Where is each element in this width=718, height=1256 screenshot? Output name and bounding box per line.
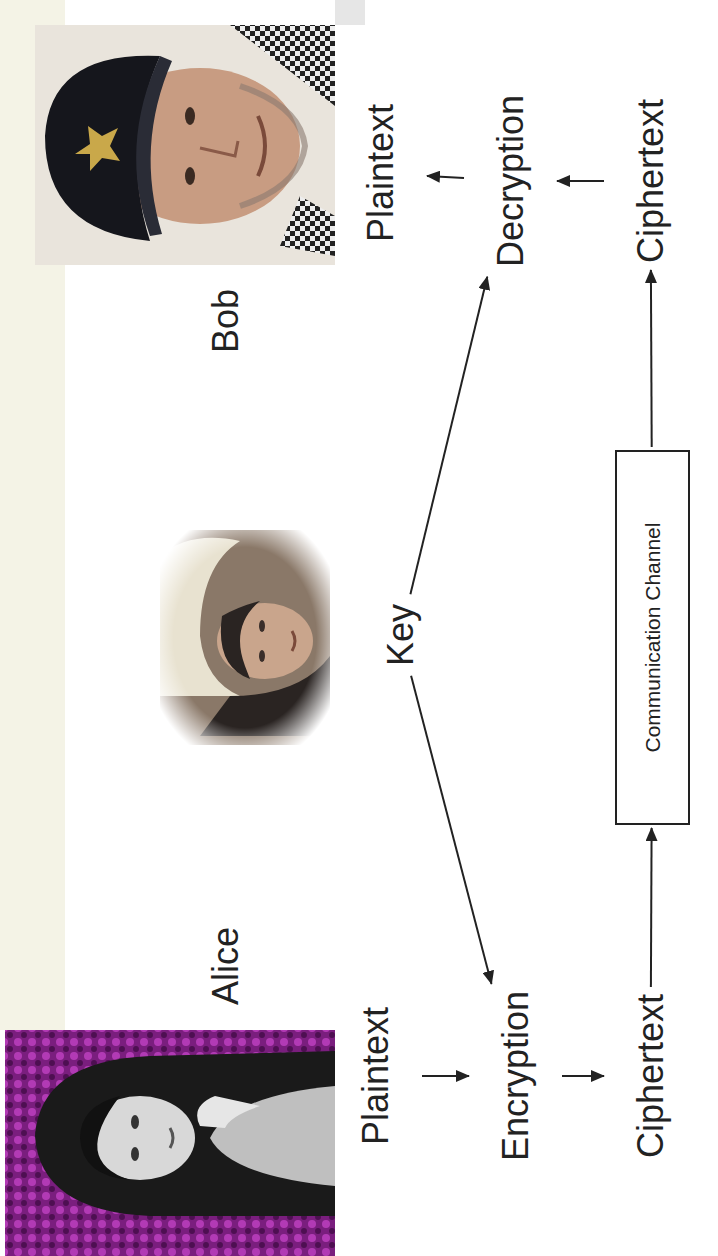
arrow-connector	[422, 1075, 469, 1077]
node-text: Plaintext	[360, 104, 401, 242]
text-node: Ciphertext	[628, 95, 673, 267]
node-text: Plaintext	[355, 1007, 396, 1145]
key-node: Key	[378, 600, 423, 670]
node-text: Encryption	[495, 991, 536, 1161]
node-text: Ciphertext	[630, 994, 671, 1158]
corner-patch	[335, 0, 365, 25]
arrow-connector	[650, 270, 653, 447]
node-text: Key	[380, 604, 421, 666]
text-node: Plaintext	[358, 100, 403, 246]
alice-photo	[5, 1030, 335, 1256]
arrow-connector	[562, 1075, 604, 1077]
arrow-connector	[650, 828, 653, 987]
node-text: Decryption	[490, 95, 531, 267]
text-node: Ciphertext	[628, 990, 673, 1162]
arrow-connector	[427, 176, 464, 178]
node-text: Communication Channel	[641, 523, 665, 753]
text-node: Encryption	[493, 987, 538, 1165]
key-photo	[160, 530, 330, 745]
arrow-connector	[410, 277, 487, 594]
person-name: Bob	[205, 289, 246, 353]
person-name: Alice	[205, 927, 246, 1005]
bob-photo	[35, 25, 335, 265]
text-node: Plaintext	[353, 1003, 398, 1149]
arrow-connector	[557, 180, 604, 182]
arrow-connector	[411, 676, 491, 984]
text-node: Decryption	[488, 91, 533, 271]
node-text: Ciphertext	[630, 99, 671, 263]
channel-box: Communication Channel	[615, 450, 690, 825]
